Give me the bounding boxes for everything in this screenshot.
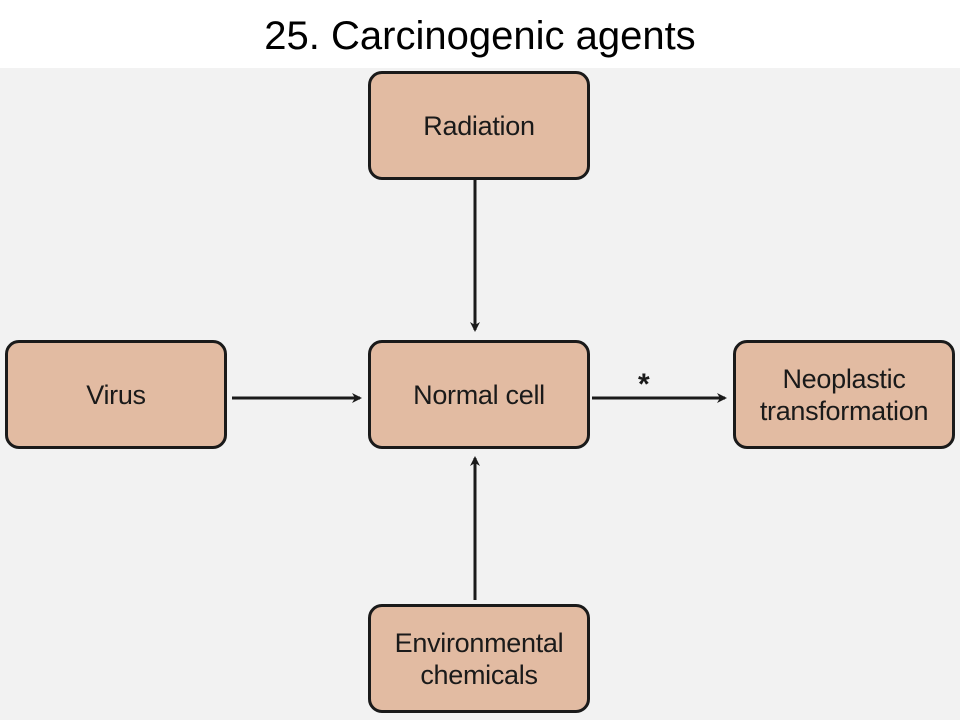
node-neoplastic-line2: transformation: [759, 395, 929, 426]
node-environmental-line2: chemicals: [420, 659, 538, 690]
arrows-layer: [232, 180, 727, 600]
node-radiation-label: Radiation: [423, 110, 535, 141]
slide-title: 25. Carcinogenic agents: [264, 14, 696, 58]
node-environmental-chemicals: Environmental chemicals: [368, 604, 590, 713]
node-normal-cell: Normal cell: [368, 340, 590, 449]
node-neoplastic-line1: Neoplastic: [782, 363, 906, 394]
node-neoplastic-transformation: Neoplastic transformation: [733, 340, 955, 449]
edge-label-asterisk: *: [638, 368, 650, 401]
node-environmental-line1: Environmental: [394, 627, 564, 658]
node-virus: Virus: [5, 340, 227, 449]
node-virus-label: Virus: [86, 379, 146, 410]
diagram-figure: Radiation Virus Normal cell Neoplastic t…: [0, 68, 960, 720]
node-normal-cell-label: Normal cell: [413, 379, 545, 410]
node-radiation: Radiation: [368, 71, 590, 180]
